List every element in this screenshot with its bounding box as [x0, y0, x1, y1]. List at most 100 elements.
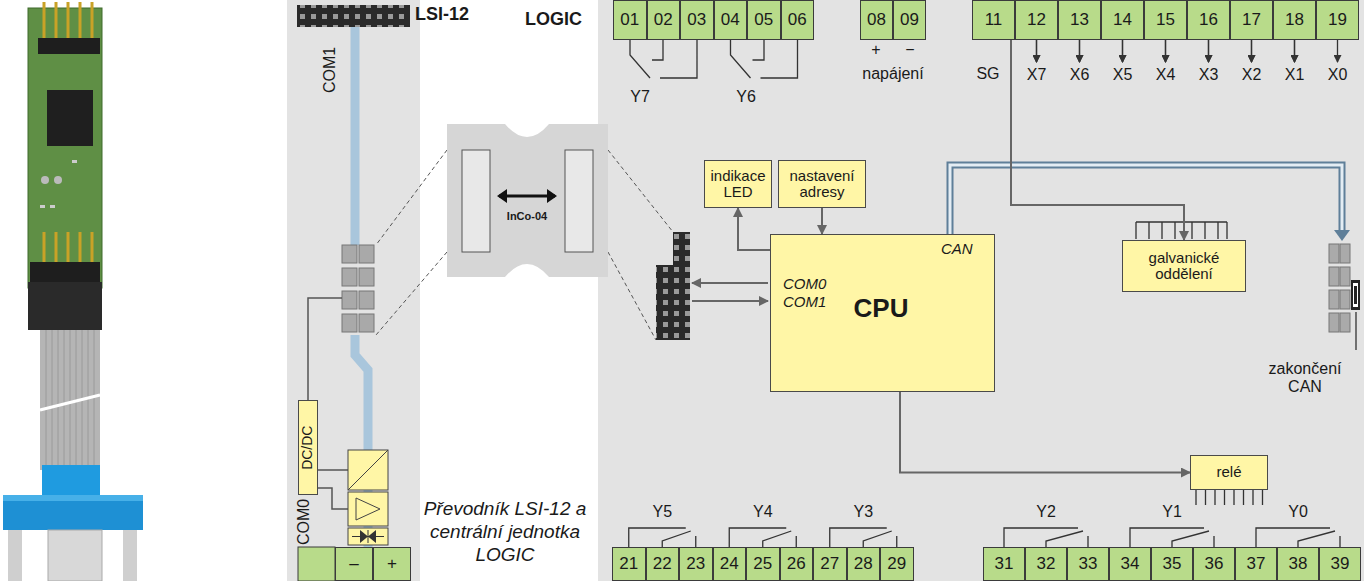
logic-internals: [1351, 280, 1360, 310]
input-name: X5: [1113, 66, 1133, 84]
node-label: 39: [1331, 555, 1350, 574]
logic-internals: [630, 40, 798, 78]
node-label: 36: [1205, 555, 1224, 574]
logic-internals: [673, 232, 690, 340]
node-label: 19: [1328, 11, 1347, 30]
lsi-internals: [348, 450, 388, 490]
relay-name: Y6: [736, 88, 756, 106]
input-name: X4: [1156, 66, 1176, 84]
converter-illustration: [41, 176, 49, 184]
terminal: 09: [893, 0, 926, 40]
node-label: 16: [1199, 11, 1218, 30]
logic-internals: [629, 40, 1360, 547]
terminal: 37: [1235, 547, 1277, 581]
node-label: nastavení adresy: [782, 168, 862, 201]
logic-internals: [1340, 267, 1350, 286]
terminal: 26: [780, 547, 814, 581]
logic-internals: [692, 283, 768, 301]
terminal: 33: [1067, 547, 1109, 581]
node-label: 14: [1113, 11, 1132, 30]
lsi-internals: [359, 245, 374, 263]
inco-arrow: [499, 195, 555, 198]
relay-box: relé: [1190, 455, 1268, 490]
logic-internals: [673, 232, 690, 340]
node-label: 28: [854, 555, 873, 574]
terminal: 15: [1144, 0, 1187, 40]
signal-name: SG: [976, 65, 999, 83]
node-label: 15: [1156, 11, 1175, 30]
terminal: 16: [1187, 0, 1230, 40]
caption: Převodník LSI-12 a centrální jednotka LO…: [423, 498, 588, 566]
terminal: 17: [1230, 0, 1273, 40]
relay-name: Y4: [753, 503, 773, 521]
address-box: nastavení adresy: [778, 160, 866, 208]
logic-internals: [1340, 313, 1350, 332]
relay-name: Y0: [1288, 503, 1308, 521]
converter-illustration: [47, 90, 93, 146]
logic-internals: [1122, 40, 1123, 62]
logic-internals: [1294, 40, 1295, 62]
inco-shape: [447, 124, 608, 277]
node-label: 12: [1027, 11, 1046, 30]
lsi-internals: [342, 314, 357, 332]
lsi-internals: [352, 530, 384, 543]
node-label: InCo-04: [507, 210, 547, 222]
logic-internals: [1355, 312, 1356, 350]
port-name: COM0: [783, 276, 826, 293]
node-label: 26: [787, 555, 806, 574]
converter-illustration: [40, 205, 45, 208]
converter-illustration: [50, 205, 55, 208]
inco-shape: [447, 124, 608, 277]
connector: [738, 208, 770, 250]
converter-illustration: [40, 330, 100, 470]
lsi-internals: [342, 245, 357, 263]
terminal: 32: [1025, 547, 1067, 581]
lsi-internals: [348, 528, 388, 545]
node-label: 34: [1121, 555, 1140, 574]
node-label: galvanické oddělení: [1126, 250, 1242, 283]
panel-ground: [287, 0, 1364, 581]
relay-name: Y1: [1162, 503, 1182, 521]
node-label: –: [349, 555, 358, 574]
port-name: COM0: [295, 499, 313, 545]
logic-internals: [1036, 40, 1037, 62]
panel-ground: [287, 0, 420, 581]
logic-internals: [1196, 490, 1263, 505]
logic-internals: [1329, 244, 1339, 263]
terminal: 39: [1319, 547, 1361, 581]
input-name: X2: [1242, 66, 1262, 84]
node-label: 21: [619, 555, 638, 574]
node-label: 33: [1079, 555, 1098, 574]
connector: [900, 392, 1190, 473]
converter-illustration: [54, 176, 62, 184]
node-label: 13: [1070, 11, 1089, 30]
supply-label: napájení: [862, 65, 923, 83]
terminal: 02: [647, 0, 681, 40]
inco-shape: [565, 150, 593, 252]
terminal: 05: [747, 0, 781, 40]
port-name: CAN: [941, 241, 973, 258]
panel-ground: [598, 0, 1364, 581]
converter-panel: LSI-12DC/DC–+: [287, 0, 420, 581]
node-label: 06: [788, 11, 807, 30]
node-label: 03: [687, 11, 706, 30]
node-label: LSI-12: [415, 5, 469, 25]
terminal: –: [335, 547, 373, 581]
node-label: 27: [820, 555, 839, 574]
node-label: 32: [1037, 555, 1056, 574]
converter-illustration: [3, 495, 143, 501]
converter-illustration: [28, 282, 102, 330]
lsi-internals: [342, 268, 357, 286]
lsi-internals: [348, 492, 388, 526]
converter-illustration: [3, 2, 143, 581]
connector: [1011, 40, 1184, 240]
terminal: 24: [713, 547, 747, 581]
node-label: 35: [1163, 555, 1182, 574]
logic-internals: [1079, 40, 1080, 62]
terminal: 22: [646, 547, 680, 581]
logic-internals: [1251, 40, 1252, 62]
node-label: 01: [620, 11, 639, 30]
node-label: 18: [1285, 11, 1304, 30]
terminal: 01: [613, 0, 647, 40]
input-name: X0: [1328, 66, 1348, 84]
